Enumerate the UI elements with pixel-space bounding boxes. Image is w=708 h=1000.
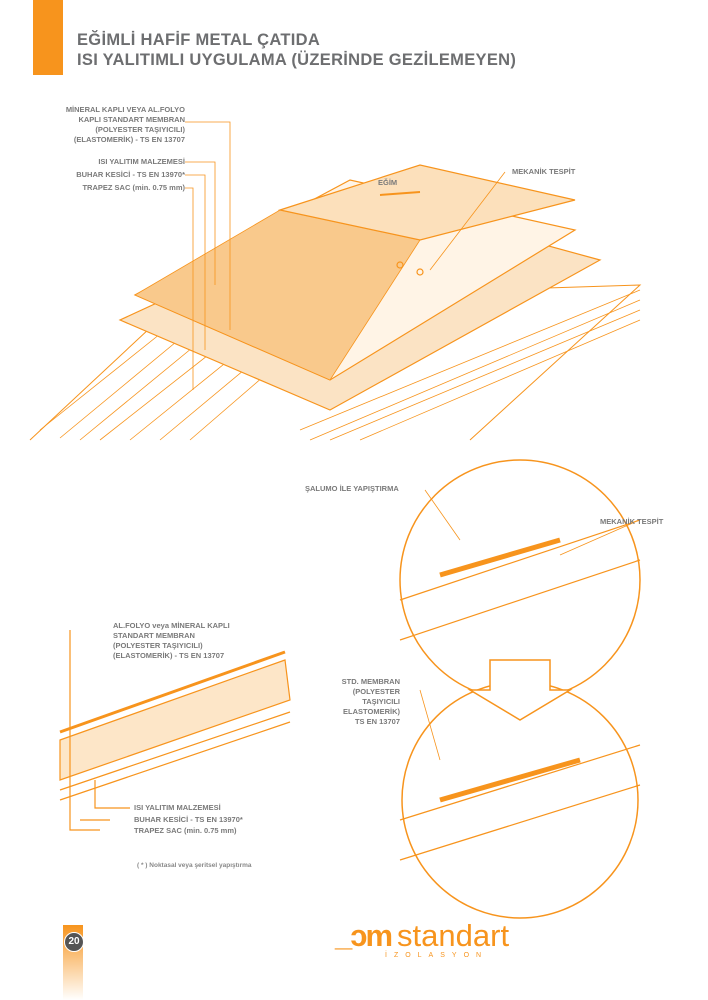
page-number: 20 <box>64 932 84 952</box>
trapez-label: TRAPEZ SAC (min. 0.75 mm) <box>82 183 185 192</box>
label-line: TS EN 13707 <box>354 717 400 726</box>
section-insulation-label: ISI YALITIM MALZEMESİ <box>134 803 221 812</box>
detail-circles <box>399 459 641 919</box>
logo-mark-icon: _ɔm <box>335 918 393 953</box>
label-line: (POLYESTER <box>352 687 400 696</box>
label-line: (POLYESTER TAŞIYICILI) <box>95 125 185 134</box>
logo-subtitle: İZOLASYON <box>385 952 489 959</box>
roof-isometric <box>29 164 642 441</box>
label-line: STANDART MEMBRAN <box>113 631 195 640</box>
insulation-label: ISI YALITIM MALZEMESİ <box>98 157 185 166</box>
label-line: TAŞIYICILI <box>362 697 400 706</box>
slope-label: EĞİM <box>378 178 398 187</box>
label-line: MİNERAL KAPLI VEYA AL.FOLYO <box>65 105 185 114</box>
label-line: AL.FOLYO veya MİNERAL KAPLI <box>113 621 230 630</box>
membrane-label: MİNERAL KAPLI VEYA AL.FOLYO KAPLI STANDA… <box>20 105 185 145</box>
section-vapor-label: BUHAR KESİCİ - TS EN 13970* <box>134 815 243 824</box>
footnote: ( * ) Noktasal veya şeritsel yapıştırma <box>137 862 252 869</box>
label-line: (POLYESTER TAŞIYICILI) <box>113 641 203 650</box>
label-line: (ELASTOMERİK) - TS EN 13707 <box>113 651 225 660</box>
roof-section <box>59 630 291 831</box>
title-line-1: EĞİMLİ HAFİF METAL ÇATIDA <box>77 31 321 49</box>
page-title: EĞİMLİ HAFİF METAL ÇATIDA ISI YALITIMLI … <box>77 30 516 70</box>
label-line: KAPLI STANDART MEMBRAN <box>78 115 185 124</box>
label-line: ELASTOMERİK) <box>343 707 400 716</box>
detail-mech-label: MEKANİK TESPİT <box>600 517 664 526</box>
logo-text: standart <box>397 918 510 953</box>
std-membrane-label: STD. MEMBRAN (POLYESTER TAŞIYICILI ELAST… <box>300 677 400 727</box>
vapor-label: BUHAR KESİCİ - TS EN 13970* <box>76 170 185 179</box>
label-line: STD. MEMBRAN <box>341 677 400 686</box>
section-membrane-label: AL.FOLYO veya MİNERAL KAPLI STANDART MEM… <box>113 621 230 661</box>
label-line: (ELASTOMERİK) - TS EN 13707 <box>73 135 185 144</box>
torch-label: ŞALUMO İLE YAPIŞTIRMA <box>305 484 399 493</box>
section-trapez-label: TRAPEZ SAC (min. 0.75 mm) <box>134 826 237 835</box>
mech-fix-label: MEKANİK TESPİT <box>512 167 576 176</box>
title-line-2: ISI YALITIMLI UYGULAMA (ÜZERİNDE GEZİLEM… <box>77 51 517 69</box>
accent-bar <box>33 0 63 75</box>
